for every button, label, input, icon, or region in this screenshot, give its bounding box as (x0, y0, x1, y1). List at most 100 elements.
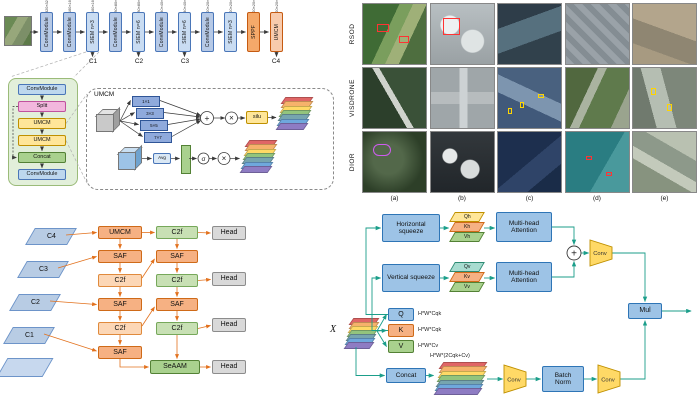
neck-umcm: UMCM (98, 226, 142, 239)
vertical-squeeze-block: Vertical squeeze (382, 264, 440, 292)
concat-dim-label: H*W*(2Cqk+Cv) (430, 353, 470, 359)
multi-head-attention-2: Multi-head Attention (496, 262, 552, 292)
backbone-module: SIEM n=6 (132, 12, 145, 52)
annotation-box (667, 104, 672, 111)
dataset-image-dior-c (497, 131, 562, 193)
neck-saf-2: SAF (98, 298, 142, 311)
input-tensor-cube (95, 107, 121, 133)
detection-head-2: Head (212, 272, 246, 286)
stack-layer (433, 388, 483, 396)
annotation-box (585, 156, 592, 160)
dataset-image-rsod-a (362, 3, 427, 65)
dataset-row-label-visdrone: VISDRONE (348, 79, 356, 117)
dataset-row-label-dior: DIOR (348, 152, 356, 172)
detection-head-1: Head (212, 226, 246, 240)
dataset-image-rsod-e (632, 3, 697, 65)
feature-slab-c1: C1 (3, 327, 55, 344)
neck-saf-3: SAF (98, 346, 142, 359)
vh-bar: Vh (449, 232, 485, 242)
stack-layer (239, 165, 273, 173)
add-op-icon: + (571, 248, 577, 259)
batch-norm-block: Batch Norm (542, 366, 584, 392)
dataset-image-visdrone-c (497, 67, 562, 129)
multi-head-attention-1: Multi-head Attention (496, 212, 552, 242)
neck-c2f-mid-1: C2f (98, 274, 142, 287)
stack-layer (275, 122, 309, 130)
dataset-image-dior-a (362, 131, 427, 193)
dataset-image-visdrone-b (429, 67, 495, 129)
backbone-module: ConvModule (63, 12, 76, 52)
feature-slab-base (0, 358, 54, 377)
tap-label-c1: C1 (88, 58, 98, 65)
detection-head-4: Head (212, 360, 246, 374)
dataset-image-visdrone-d (564, 67, 630, 129)
kernel-branch-5x5: 5×5 (140, 120, 168, 131)
backbone-module: ConvModule (155, 12, 168, 52)
feature-slab-c3: C3 (17, 261, 69, 278)
stack-layer (343, 342, 375, 349)
dataset-image-rsod-c (497, 3, 562, 65)
kernel-branch-1x1: 1×1 (132, 96, 160, 107)
dataset-row-label-rsod: RSOD (348, 23, 356, 45)
neck-c2f-right-3: C2f (156, 322, 198, 335)
avg-pool: Avg (153, 153, 171, 164)
fc-bar (181, 145, 191, 174)
input-image-thumbnail (4, 16, 32, 46)
backbone-module-sppf: SPPF (247, 12, 260, 52)
backbone-module-umcm: UMCM (270, 12, 283, 52)
q-tensor: Q (388, 308, 414, 321)
conv-label: Conv (601, 377, 615, 383)
feature-slab-c4: C4 (25, 228, 77, 245)
k-tensor: K (388, 324, 414, 337)
dataset-col-label-e: (e) (660, 195, 669, 202)
neck-c2f-right-2: C2f (156, 274, 198, 287)
neck-saf-right-1: SAF (156, 250, 198, 263)
annotation-box (651, 88, 656, 95)
expansion-convmodule: ConvModule (18, 84, 66, 95)
annotation-box (377, 24, 389, 32)
tap-label-c3: C3 (180, 58, 190, 65)
umcm-detail-title: UMCM (94, 91, 115, 98)
neck-saf-1: SAF (98, 250, 142, 263)
dataset-image-rsod-b (429, 3, 495, 65)
k-dim-label: H*W*Cqk (418, 327, 442, 333)
x-input-label: X (330, 324, 337, 335)
expansion-convmodule-2: ConvModule (18, 169, 66, 180)
silu-activation: silu (246, 111, 268, 124)
annotation-box (605, 172, 612, 176)
concat-block: Concat (386, 368, 426, 383)
backbone-module: ConvModule (109, 12, 122, 52)
qh-bar: Qh (449, 212, 485, 222)
detection-head-3: Head (212, 318, 246, 332)
annotation-box (399, 36, 409, 43)
annotation-box (442, 18, 460, 35)
dataset-image-visdrone-e (632, 67, 697, 129)
v-dim-label: H*W*Cv (418, 343, 439, 349)
feature-slab-c2: C2 (9, 294, 61, 311)
vv-bar: Vv (449, 282, 485, 292)
neck-saf-right-2: SAF (156, 298, 198, 311)
seaam-add-op: + (566, 245, 582, 261)
annotation-box (538, 94, 544, 98)
dataset-image-dior-d (564, 131, 630, 193)
conv-funnel-3 (597, 364, 621, 394)
horizontal-squeeze-block: Horizontal squeeze (382, 214, 440, 242)
backbone-module: ConvModule (40, 12, 53, 52)
v-tensor: V (388, 340, 414, 353)
backbone-module: SIEM n=3 (86, 12, 99, 52)
expansion-concat: Concat (18, 152, 66, 163)
kv-bar: Kv (449, 272, 485, 282)
kernel-branch-3x3: 3×3 (136, 108, 164, 119)
annotation-box (508, 108, 512, 114)
conv-funnel-2 (503, 364, 527, 394)
q-dim-label: H*W*Cqk (418, 311, 442, 317)
backbone-module: SIEM n=6 (178, 12, 191, 52)
neck-c2f-right-1: C2f (156, 226, 198, 239)
neck-seaam: SeAAM (150, 360, 200, 374)
qv-bar: Qv (449, 262, 485, 272)
kernel-branch-7x7: 7×7 (144, 132, 172, 143)
dataset-col-label-a: (a) (390, 195, 399, 202)
conv-label: Conv (593, 251, 607, 257)
dataset-col-label-b: (b) (458, 195, 466, 202)
